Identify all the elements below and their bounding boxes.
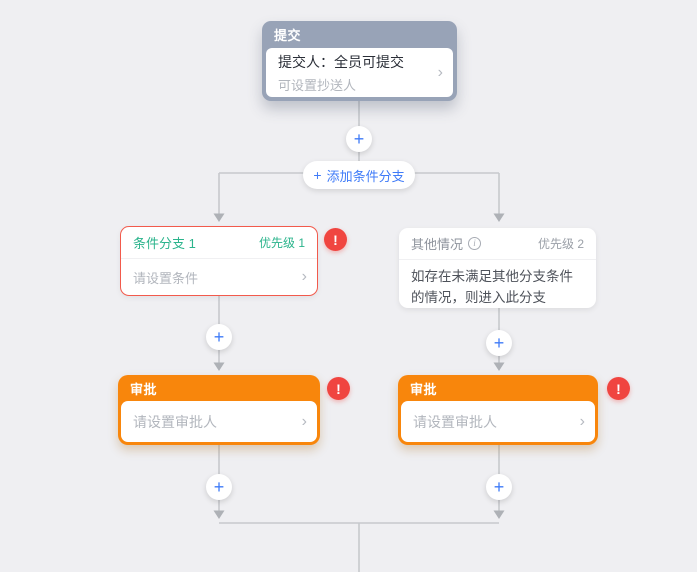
approval-node-body[interactable]: 请设置审批人 › [401,401,595,442]
other-case-header: 其他情况 i 优先级 2 [399,228,596,260]
chevron-right-icon: › [301,268,307,285]
alert-icon: ! [616,380,621,397]
approval-node-right[interactable]: 审批 请设置审批人 › [398,375,598,445]
chevron-right-icon: › [301,412,307,430]
condition-branch-error-badge: ! [324,228,347,251]
condition-branch-body[interactable]: 请设置条件 › [121,259,317,295]
add-node-button-right-bottom[interactable]: + [486,474,512,500]
condition-branch-header: 条件分支 1 优先级 1 [121,227,317,259]
approval-left-error-badge: ! [327,377,350,400]
plus-icon: + [313,167,322,183]
add-node-button-left-bottom[interactable]: + [206,474,232,500]
arrow-down-icon [493,362,505,371]
approval-node-left[interactable]: 审批 请设置审批人 › [118,375,320,445]
add-node-button-top[interactable]: + [346,126,372,152]
plus-icon: + [213,327,225,347]
other-case-title-text: 其他情况 [411,237,464,252]
condition-placeholder: 请设置条件 [133,270,199,286]
approver-placeholder: 请设置审批人 [133,413,217,430]
condition-branch-node[interactable]: 条件分支 1 优先级 1 请设置条件 › [120,226,318,296]
arrow-down-icon [213,213,225,222]
chevron-right-icon: › [437,63,443,81]
plus-icon: + [493,333,505,353]
plus-icon: + [213,477,225,497]
condition-branch-priority: 优先级 1 [258,236,305,250]
add-condition-branch-label: 添加条件分支 [326,168,405,184]
add-node-button-right-mid[interactable]: + [486,330,512,356]
arrow-down-icon [213,510,225,519]
submit-node-header: 提交 [274,28,302,43]
other-case-title: 其他情况 i [411,234,482,253]
approval-node-body[interactable]: 请设置审批人 › [121,401,317,442]
add-condition-branch-button[interactable]: + 添加条件分支 [303,161,415,189]
arrow-down-icon [493,510,505,519]
info-icon: i [468,237,482,250]
submit-node-body[interactable]: 提交人：全员可提交 可设置抄送人 › [266,48,453,97]
other-case-node[interactable]: 其他情况 i 优先级 2 如存在未满足其他分支条件的情况，则进入此分支 [399,228,596,308]
plus-icon: + [353,129,365,149]
approval-right-error-badge: ! [607,377,630,400]
alert-icon: ! [336,380,341,397]
other-case-priority: 优先级 2 [537,237,584,251]
other-case-description: 如存在未满足其他分支条件的情况，则进入此分支 [411,269,573,305]
submit-node-title: 提交人：全员可提交 [278,53,404,70]
approval-node-header: 审批 [410,381,438,397]
approver-placeholder: 请设置审批人 [413,413,497,430]
plus-icon: + [493,477,505,497]
submit-node-subtitle: 可设置抄送人 [278,77,357,93]
add-node-button-left-mid[interactable]: + [206,324,232,350]
chevron-right-icon: › [579,412,585,430]
approval-node-header: 审批 [130,381,158,397]
submit-node[interactable]: 提交 提交人：全员可提交 可设置抄送人 › [262,21,457,101]
condition-branch-title: 条件分支 1 [133,236,196,251]
arrow-down-icon [213,362,225,371]
alert-icon: ! [333,231,338,248]
arrow-down-icon [493,213,505,222]
